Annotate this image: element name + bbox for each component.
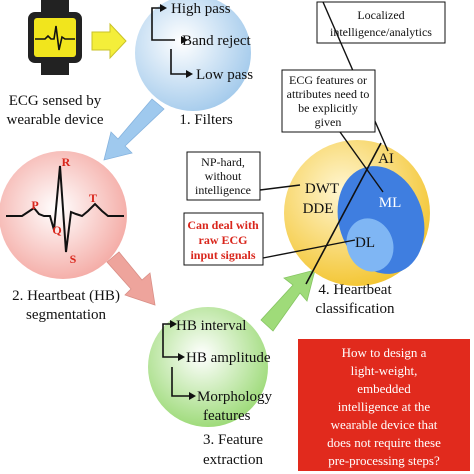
segmentation-caption-line1: 2. Heartbeat (HB)	[12, 288, 120, 304]
ecg-waveform	[6, 165, 124, 253]
dl-label: DL	[355, 235, 375, 251]
question-line7: pre-processing steps?	[328, 453, 440, 468]
feature-caption-line1: 3. Feature	[203, 432, 263, 448]
wave-label-q: Q	[52, 223, 61, 237]
question-line3: embedded	[357, 381, 411, 396]
arrow-device-to-filters	[91, 22, 127, 60]
localized-line1: Localized	[357, 8, 404, 22]
feature-item-features: features	[203, 408, 251, 424]
raw-ecg-pointer	[262, 239, 356, 259]
ml-label: ML	[379, 195, 402, 211]
question-line5: wearable device that	[331, 417, 438, 432]
raw-ecg-box	[183, 212, 264, 266]
wave-label-r: R	[62, 155, 71, 169]
localized-line2: intelligence/analytics	[330, 25, 432, 39]
raw-ecg-line2: raw ECG	[199, 233, 248, 247]
classification-caption-line2: classification	[315, 301, 395, 317]
question-line6: does not require these	[327, 435, 441, 450]
arrow-features-to-classification	[260, 269, 316, 332]
filters-tree	[151, 7, 186, 75]
filters-circle	[135, 0, 251, 111]
ecg-features-line4: given	[315, 115, 342, 129]
ecg-features-line2: attributes need to	[287, 87, 370, 101]
wave-label-s: S	[70, 252, 77, 266]
arrow-filters-to-segmentation	[103, 98, 165, 161]
ecg-features-line1: ECG features or	[289, 73, 367, 87]
np-hard-box	[186, 151, 261, 201]
question-line2: light-weight,	[351, 363, 418, 378]
classification-caption-line1: 4. Heartbeat	[318, 282, 392, 298]
question-box	[298, 339, 470, 471]
ecg-features-box	[281, 69, 376, 133]
feature-item-morphology: Morphology	[197, 389, 273, 405]
feature-circle	[148, 307, 268, 427]
question-line1: How to design a	[342, 345, 427, 360]
wearable-device-icon	[28, 0, 82, 75]
np-hard-line2: without	[205, 169, 242, 183]
wave-label-t: T	[89, 191, 97, 205]
raw-ecg-line3: input signals	[190, 248, 255, 262]
question-line4: intelligence at the	[338, 399, 431, 414]
dwt-label: DWT	[305, 181, 339, 197]
filters-caption: 1. Filters	[179, 112, 232, 128]
device-caption-line2: wearable device	[6, 112, 103, 128]
feature-item-hb-amplitude: HB amplitude	[186, 350, 271, 366]
np-hard-line3: intelligence	[195, 183, 251, 197]
ecg-features-pointer	[339, 131, 384, 193]
segmentation-caption-line2: segmentation	[26, 307, 106, 323]
dl-ellipse	[346, 218, 394, 272]
filter-item-band-reject: Band reject	[182, 33, 252, 49]
raw-ecg-line1: Can deal with	[187, 218, 259, 232]
dde-label: DDE	[303, 201, 334, 217]
wave-label-p: P	[31, 198, 38, 212]
filter-item-low-pass: Low pass	[196, 67, 253, 83]
device-caption-line1: ECG sensed by	[9, 93, 102, 109]
filter-item-high-pass: High pass	[171, 1, 231, 17]
ai-label: AI	[378, 151, 394, 167]
feature-caption-line2: extraction	[203, 452, 263, 468]
np-hard-line1: NP-hard,	[201, 155, 245, 169]
feature-item-hb-interval: HB interval	[176, 318, 246, 334]
arrow-segmentation-to-features	[106, 251, 156, 306]
features-tree	[162, 323, 189, 397]
np-hard-pointer	[259, 184, 301, 191]
ecg-features-line3: be explicitly	[298, 101, 358, 115]
ai-divider-line	[305, 142, 382, 285]
